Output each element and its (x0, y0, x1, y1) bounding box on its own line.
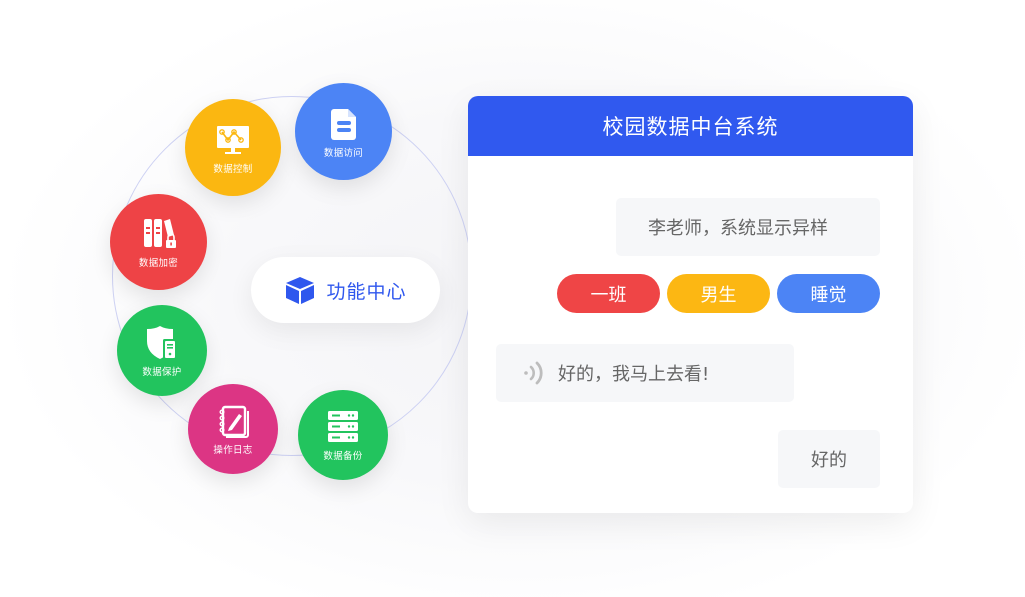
notebook-pencil-icon (219, 405, 249, 438)
message-text: 好的 (811, 450, 847, 471)
node-data-backup[interactable]: 数据备份 (298, 390, 388, 480)
monitor-chart-icon (217, 125, 249, 154)
shield-server-icon (147, 325, 176, 359)
hub-label: 功能中心 (326, 280, 407, 303)
node-label: 数据加密 (138, 258, 179, 269)
node-label: 数据访问 (323, 147, 364, 159)
voice-icon[interactable] (522, 359, 550, 387)
cube-icon (286, 277, 315, 304)
card-title: 校园数据中台系统 (602, 115, 779, 139)
node-data-encryption[interactable]: 数据加密 (110, 194, 207, 290)
server-rack-icon (328, 411, 358, 442)
node-operation-log[interactable]: 操作日志 (188, 384, 278, 474)
message-text: 李老师，系统显示异样 (648, 218, 828, 239)
tag-activity[interactable]: 睡觉 (777, 274, 880, 313)
message-text: 好的，我马上去看! (558, 364, 710, 385)
node-data-access[interactable]: 数据访问 (295, 83, 392, 180)
node-label: 操作日志 (213, 445, 253, 456)
node-data-control[interactable]: 数据控制 (185, 99, 281, 196)
node-label: 数据保护 (142, 366, 182, 378)
document-icon (330, 108, 356, 140)
node-label: 数据备份 (323, 451, 363, 462)
function-center-button[interactable]: 功能中心 (251, 257, 440, 323)
message-bubble-right: 好的 (778, 430, 880, 488)
card-header: 校园数据中台系统 (468, 96, 913, 156)
tag-gender[interactable]: 男生 (667, 274, 770, 313)
tag-label: 睡觉 (810, 284, 847, 306)
message-bubble-left: 好的，我马上去看! (496, 344, 794, 402)
node-label: 数据控制 (213, 163, 253, 175)
tag-label: 一班 (590, 284, 627, 306)
message-bubble-right: 李老师，系统显示异样 (616, 198, 880, 256)
chat-card: 校园数据中台系统 李老师，系统显示异样 一班 男生 睡觉 好的，我马上去看! 好… (468, 96, 913, 513)
binders-lock-icon (143, 219, 176, 248)
tag-label: 男生 (700, 284, 737, 306)
node-data-protection[interactable]: 数据保护 (117, 305, 207, 396)
tag-class[interactable]: 一班 (557, 274, 660, 313)
